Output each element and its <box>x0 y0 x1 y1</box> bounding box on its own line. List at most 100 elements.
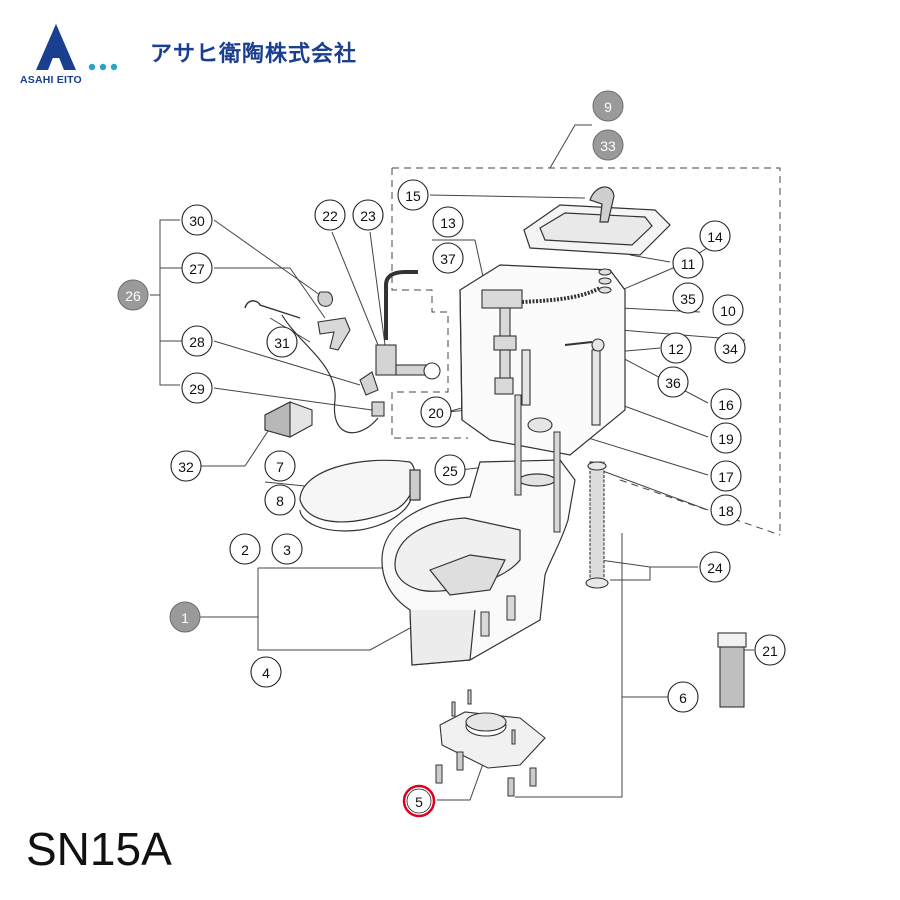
model-number: SN15A <box>26 823 172 875</box>
callout-circle <box>710 422 742 454</box>
callout-circle <box>710 460 742 492</box>
toilet-bowl <box>381 459 576 666</box>
callout-circle <box>712 294 744 326</box>
callout-number: 4 <box>262 665 270 681</box>
callout-16: 16 <box>710 388 742 420</box>
callout-number: 27 <box>189 261 205 277</box>
callout-number: 7 <box>276 459 284 475</box>
callout-circle <box>432 206 464 238</box>
logo-mark-icon <box>36 24 118 71</box>
callout-10: 10 <box>712 294 744 326</box>
callout-circle <box>434 454 466 486</box>
callout-circle <box>170 450 202 482</box>
hinge-cover <box>264 401 313 438</box>
callout-number: 21 <box>762 643 778 659</box>
callout-number: 11 <box>681 256 696 272</box>
callout-24: 24 <box>699 551 731 583</box>
callout-circle <box>266 326 298 358</box>
callout-circle <box>181 372 213 404</box>
refill-hose <box>521 286 601 304</box>
callout-number: 9 <box>604 99 612 115</box>
tank-lid <box>523 204 671 256</box>
callout-18: 18 <box>710 494 742 526</box>
callout-11: 11 <box>672 247 704 279</box>
callout-20: 20 <box>420 396 452 428</box>
callout-circle <box>710 494 742 526</box>
callout-circle <box>699 551 731 583</box>
callout-21: 21 <box>754 634 786 666</box>
callout-number: 17 <box>718 469 734 485</box>
callout-circle <box>229 533 261 565</box>
callout-number: 28 <box>189 334 205 350</box>
callout-circle <box>672 282 704 314</box>
callout-number: 13 <box>440 215 456 231</box>
anchor-bolts <box>435 689 537 797</box>
callout-number: 16 <box>718 397 734 413</box>
sprayer-hook <box>244 300 301 319</box>
callout-inner-circle <box>406 788 432 814</box>
callout-31: 31 <box>266 326 298 358</box>
callout-17: 17 <box>710 460 742 492</box>
toilet-seat <box>299 459 421 532</box>
callout-34: 34 <box>714 332 746 364</box>
callout-number: 26 <box>125 288 141 304</box>
fill-valve <box>481 289 523 395</box>
callout-22: 22 <box>314 199 346 231</box>
callout-circle <box>657 366 689 398</box>
callout-6: 6 <box>667 681 699 713</box>
callout-23: 23 <box>352 199 384 231</box>
callout-number: 19 <box>718 431 734 447</box>
supply-valve <box>359 270 441 417</box>
callout-circle <box>420 396 452 428</box>
callout-circle <box>710 388 742 420</box>
callout-circle <box>117 279 149 311</box>
callout-4: 4 <box>250 656 282 688</box>
callout-circle <box>250 656 282 688</box>
callout-29: 29 <box>181 372 213 404</box>
bidet-hose <box>281 314 379 434</box>
callout-circle <box>660 332 692 364</box>
callout-33: 33 <box>592 129 624 161</box>
callout-number: 35 <box>680 291 696 307</box>
callout-number: 25 <box>442 463 458 479</box>
callout-number: 32 <box>178 459 194 475</box>
flush-lever-rod <box>564 341 593 346</box>
callout-number: 18 <box>718 503 734 519</box>
callout-number: 1 <box>181 610 189 626</box>
callout-number: 20 <box>428 405 444 421</box>
callout-number: 33 <box>600 138 616 154</box>
callout-number: 37 <box>440 251 456 267</box>
callout-15: 15 <box>397 179 429 211</box>
callout-number: 15 <box>405 188 421 204</box>
callout-number: 36 <box>665 375 681 391</box>
callout-circle <box>169 601 201 633</box>
callout-circle <box>181 252 213 284</box>
callout-circle <box>699 220 731 252</box>
callout-13: 13 <box>432 206 464 238</box>
callout-26: 26 <box>117 279 149 311</box>
drain-hose <box>585 461 609 589</box>
callout-32: 32 <box>170 450 202 482</box>
company-name: アサヒ衛陶株式会社 <box>150 42 358 67</box>
callout-3: 3 <box>271 533 303 565</box>
hand-sprayer <box>317 291 351 351</box>
callout-number: 8 <box>276 493 284 509</box>
callout-circle <box>352 199 384 231</box>
callout-number: 31 <box>274 335 290 351</box>
callout-25: 25 <box>434 454 466 486</box>
callout-number: 34 <box>722 341 738 357</box>
callout-circle <box>402 784 436 818</box>
logo-text: ASAHI EITO <box>20 74 82 86</box>
callout-number: 2 <box>241 542 249 558</box>
callout-circle <box>397 179 429 211</box>
callout-8: 8 <box>264 484 296 516</box>
callout-number: 22 <box>322 208 338 224</box>
callout-19: 19 <box>710 422 742 454</box>
washers <box>598 268 612 294</box>
callout-circle <box>264 450 296 482</box>
callout-circle <box>592 90 624 122</box>
callout-28: 28 <box>181 325 213 357</box>
callout-circle <box>181 204 213 236</box>
callout-number: 10 <box>720 303 736 319</box>
